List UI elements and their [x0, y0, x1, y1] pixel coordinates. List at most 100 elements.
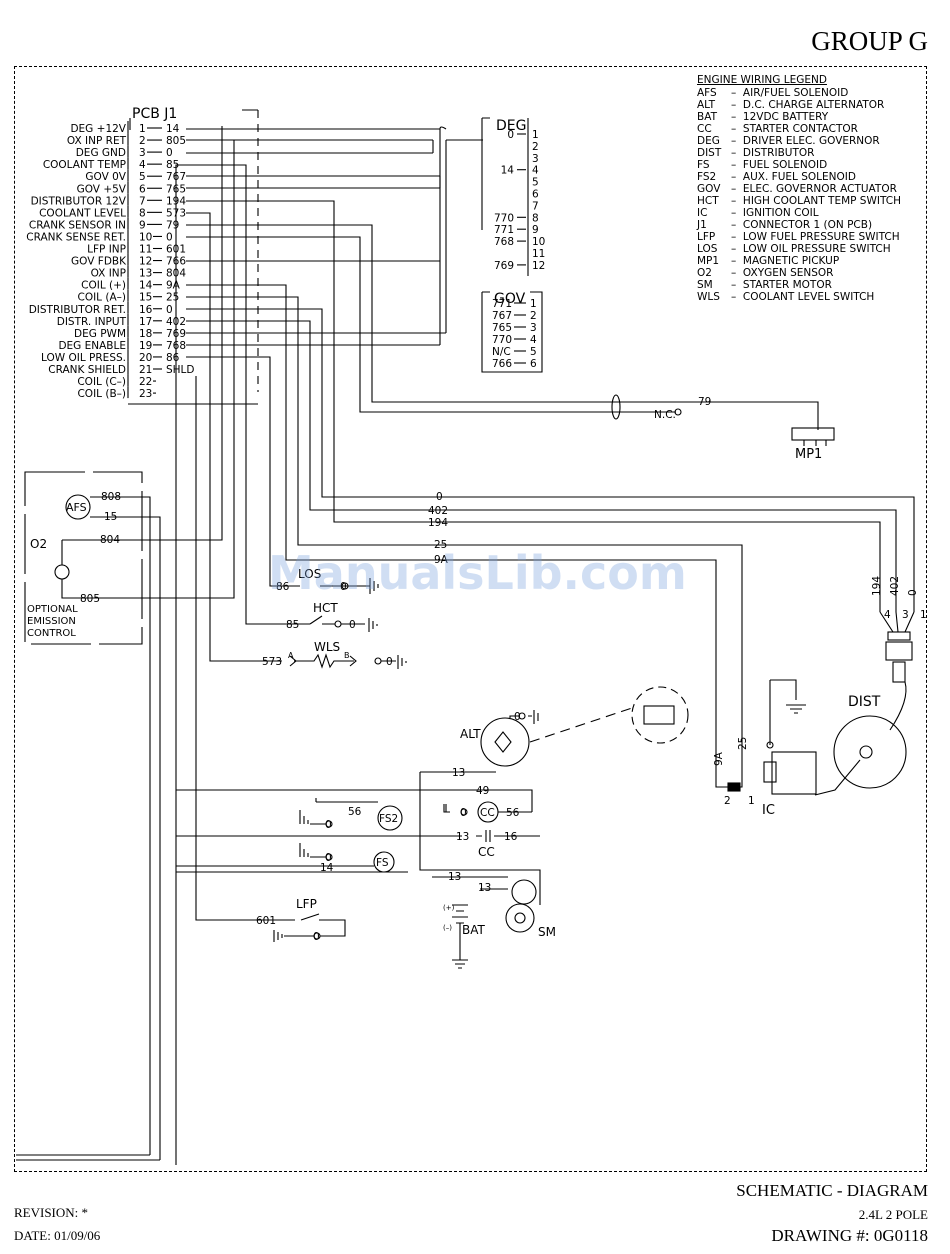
legend-item: O2– OXYGEN SENSOR — [697, 267, 901, 279]
o2-note-line: OPTIONAL — [27, 604, 78, 615]
legend-item: DIST– DISTRIBUTOR — [697, 147, 901, 159]
dist-pin: 4 — [884, 609, 891, 621]
legend-item: GOV– ELEC. GOVERNOR ACTUATOR — [697, 183, 901, 195]
pcb-pin-label: COIL (B–) — [77, 388, 126, 400]
pcb-pin-label: CRANK SHIELD — [48, 364, 126, 376]
legend-text: – IGNITION COIL — [731, 207, 819, 219]
legend-item: WLS– COOLANT LEVEL SWITCH — [697, 291, 901, 303]
o2-note-line: CONTROL — [27, 628, 76, 639]
deg-connector — [481, 117, 529, 276]
los-wire-0: 0 — [340, 581, 347, 593]
pcb-wire-label: 0 — [166, 231, 173, 243]
dist-label: DIST — [848, 694, 881, 710]
pcb-wire-label: 805 — [166, 135, 186, 147]
gov-connector — [481, 291, 543, 373]
wls-label: WLS — [314, 640, 340, 654]
wire-15: 15 — [104, 511, 117, 523]
pcb-pin-number: 18 — [139, 328, 152, 340]
alt-wire-13: 13 — [452, 767, 465, 779]
bat-pos: (+) — [443, 904, 455, 912]
pcb-wire-label: 573 — [166, 207, 186, 219]
pcb-pin-label: DEG ENABLE — [58, 340, 126, 352]
pcb-pin-number: 5 — [139, 171, 146, 183]
gov-pin: 2 — [530, 310, 537, 322]
gov-pin: 3 — [530, 322, 537, 334]
gov-pin: 1 — [530, 298, 537, 310]
pcb-pin-label: DISTRIBUTOR 12V — [31, 195, 127, 207]
pcb-wire-label: SHLD — [166, 364, 195, 376]
pcb-wire-label: 86 — [166, 352, 180, 364]
legend-abbr: J1 — [697, 219, 707, 231]
legend-abbr: ALT — [697, 99, 716, 111]
ic-label: IC — [762, 803, 775, 818]
ic-pin-2: 2 — [724, 795, 731, 807]
pcb-pin-label: COIL (C–) — [77, 376, 126, 388]
date: DATE: 01/09/06 — [14, 1228, 101, 1243]
legend-text: – DRIVER ELEC. GOVERNOR — [731, 135, 880, 147]
hct-wire-85: 85 — [286, 619, 299, 631]
legend-item: HCT – HIGH COOLANT TEMP SWITCH — [697, 195, 901, 207]
pcb-pin-label: LFP INP — [87, 244, 126, 256]
legend-item: LOS– LOW OIL PRESSURE SWITCH — [697, 243, 901, 255]
deg-wire: 769 — [494, 260, 514, 272]
legend-text: – STARTER CONTACTOR — [731, 123, 858, 135]
pcb-pin-number: 10 — [139, 231, 152, 243]
legend-abbr: DEG — [697, 135, 720, 147]
wire-804: 804 — [100, 534, 120, 546]
legend-item: LFP– LOW FUEL PRESSURE SWITCH — [697, 231, 901, 243]
pcb-pin-number: 8 — [139, 207, 146, 219]
main-bus — [16, 164, 533, 1165]
alt-component — [419, 686, 689, 905]
switch-row — [186, 164, 407, 669]
dist-wire-label: 194 — [428, 517, 448, 529]
pcb-pin-number: 14 — [139, 280, 153, 292]
pcb-wire-label: 804 — [166, 268, 186, 280]
legend-abbr: HCT — [697, 195, 719, 207]
pcb-pin-number: 12 — [139, 256, 152, 268]
legend-text: – LOW OIL PRESSURE SWITCH — [731, 243, 891, 255]
cc-wire-16: 16 — [504, 831, 518, 843]
alt-label: ALT — [460, 727, 481, 741]
legend-text: – MAGNETIC PICKUP — [731, 255, 840, 267]
legend-abbr: O2 — [697, 267, 712, 279]
legend-abbr: SM — [697, 279, 713, 291]
pcb-pin-label: GOV 0V — [85, 171, 126, 183]
los-label: LOS — [298, 567, 321, 581]
dist-wire-label: 25 — [434, 539, 447, 551]
o2-box — [24, 126, 235, 1160]
sm-label: SM — [538, 925, 556, 939]
deg-wire: 0 — [507, 129, 514, 141]
fs2-wire-0: 0 — [325, 819, 332, 831]
pcb-wire-label: 768 — [166, 340, 186, 352]
pcb-pin-label: GOV +5V — [77, 183, 127, 195]
pcb-pin-label: DEG +12V — [70, 123, 126, 135]
legend-abbr: IC — [697, 207, 708, 219]
legend-abbr: CC — [697, 123, 712, 135]
pcb-pin-number: 13 — [139, 268, 152, 280]
legend-item: ALT – D.C. CHARGE ALTERNATOR — [697, 99, 901, 111]
solenoids — [299, 798, 540, 873]
alt-wire-0: 0 — [514, 711, 521, 723]
pcb-pin-number: 1 — [139, 123, 146, 135]
deg-wire: 771 — [494, 224, 514, 236]
drawing-frame — [14, 66, 927, 1172]
legend-text: – DISTRIBUTOR — [731, 147, 815, 159]
cc-label: CC — [478, 845, 495, 859]
gov-frame — [481, 291, 543, 373]
pcb-pin-number: 20 — [139, 352, 152, 364]
fs2-wire-56: 56 — [348, 806, 362, 818]
legend-text: – HIGH COOLANT TEMP SWITCH — [731, 195, 901, 207]
pcb-pin-number: 7 — [139, 195, 146, 207]
legend-text: – D.C. CHARGE ALTERNATOR — [731, 99, 885, 111]
pcb-pin-label: DEG GND — [76, 147, 126, 159]
pcb-pin-number: 19 — [139, 340, 152, 352]
mp1-wiring — [186, 224, 835, 446]
lfp-label: LFP — [296, 897, 317, 911]
wls-wire-573: 573 — [262, 656, 282, 668]
ic-component — [715, 679, 817, 795]
pcb-pin-number: 3 — [139, 147, 146, 159]
pcb-pin-label: DISTR. INPUT — [57, 316, 127, 328]
o2-label: O2 — [30, 537, 47, 551]
pcb-wire-label: 769 — [166, 328, 186, 340]
pcb-pin-label: DEG PWM — [74, 328, 126, 340]
